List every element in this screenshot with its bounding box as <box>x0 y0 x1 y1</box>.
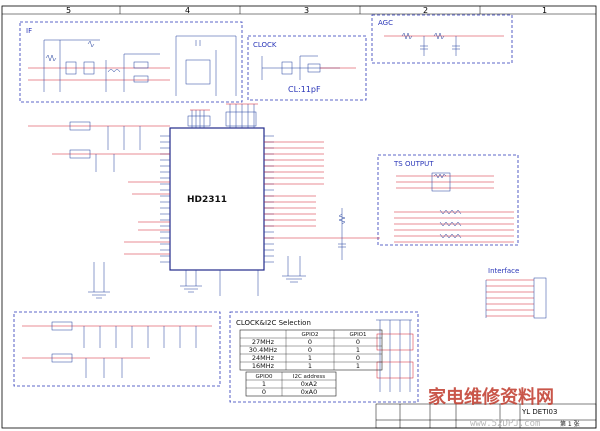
capacitor-icon <box>195 40 201 46</box>
interface-connector <box>485 277 547 319</box>
title-block <box>375 403 597 429</box>
clock-table-cell: 27MHz <box>252 338 275 346</box>
chip-name: HD2311 <box>187 195 227 205</box>
inductor-icon <box>107 69 121 73</box>
clock-i2c-block <box>229 311 419 403</box>
agc-circuit <box>384 32 504 56</box>
if-block <box>19 21 243 103</box>
clock-table-cell: 24MHz <box>252 354 275 362</box>
if-block-label: IF <box>26 27 32 35</box>
clock-table-cell: 0 <box>308 338 312 346</box>
watermark-text: 家电维修资料网 <box>428 386 554 408</box>
i2c-table-cell: 0xA0 <box>301 388 318 396</box>
interface-label: Interface <box>488 267 519 275</box>
resistor-icon <box>401 32 413 40</box>
clock-table-cell: 1 <box>308 362 312 370</box>
resistor-icon <box>87 40 95 48</box>
clock-table-cell: 1 <box>356 346 360 354</box>
resistor-icon <box>45 54 57 62</box>
top-pin-bank-right <box>225 103 258 128</box>
if-resistors <box>45 40 201 73</box>
clock-table-cell: 1 <box>308 354 312 362</box>
clock-table-header: GPIO2 <box>301 332 318 338</box>
clock-circuit <box>261 55 356 80</box>
zone-label: 5 <box>66 6 71 15</box>
capacitor-icon <box>452 45 460 50</box>
ts-output-circuit <box>396 172 494 192</box>
ts-output-label: TS OUTPUT <box>393 160 434 168</box>
sheet-border: 5 4 3 2 1 <box>1 5 597 429</box>
agc-block-label: AGC <box>378 19 393 27</box>
capacitor-icon <box>338 243 346 248</box>
clock-table-header: GPIO1 <box>349 332 366 338</box>
crystal-icon <box>281 61 293 75</box>
capacitor-icon <box>420 45 428 50</box>
clock-table-cell: 0 <box>356 338 360 346</box>
address-resistor-bank <box>376 319 414 392</box>
zone-label: 3 <box>304 6 309 15</box>
clock-table-cell: 1 <box>356 362 360 370</box>
i2c-table-header: I2C address <box>293 374 325 380</box>
zone-label: 1 <box>542 6 547 15</box>
ground-icon <box>88 291 110 299</box>
clock-i2c-title: CLOCK&I2C Selection <box>236 319 311 327</box>
watermark-url: www.52DPJ.com <box>470 419 540 429</box>
clock-table-cell: 30.4MHz <box>249 346 278 354</box>
if-circuit <box>28 35 237 96</box>
resistor-icon <box>433 32 445 40</box>
ground-cluster <box>88 262 259 299</box>
clock-block-label: CLOCK <box>253 41 277 49</box>
clock-table-frame <box>239 329 383 371</box>
i2c-table-cell: 0 <box>262 388 266 396</box>
i2c-table-frame <box>245 371 337 397</box>
agc-block <box>371 14 513 64</box>
resistor-icon <box>338 213 346 225</box>
clock-load-note: CL:11pF <box>288 85 321 94</box>
title-block-project: YL DETI03 <box>521 408 557 416</box>
power-block <box>13 311 221 387</box>
hd2311-chip: HD2311 <box>169 127 265 271</box>
clock-table-cell: 0 <box>308 346 312 354</box>
zone-label: 2 <box>423 6 428 15</box>
i2c-table-header: GPIO0 <box>255 374 273 380</box>
clock-block <box>247 35 367 101</box>
resistor-icon <box>433 173 447 179</box>
i2c-table-cell: 1 <box>262 380 266 388</box>
ground-icon <box>282 275 306 283</box>
ground-icon <box>180 285 202 293</box>
clock-table-cell: 0 <box>356 354 360 362</box>
clock-table-cell: 16MHz <box>252 362 275 370</box>
right-side-components <box>282 208 346 283</box>
i2c-address-table: GPIO0 I2C address 1 0xA2 0 0xA0 <box>245 371 337 397</box>
power-filter-bottom <box>22 321 212 378</box>
power-circuit-left <box>28 121 170 172</box>
title-block-sheet: 第 1 张 <box>560 420 580 428</box>
top-pin-bank-left <box>187 109 211 128</box>
ts-output-block <box>377 154 519 246</box>
left-side-nets <box>124 181 170 255</box>
resistor-array <box>394 209 514 243</box>
zone-label: 4 <box>185 6 190 15</box>
right-side-nets <box>264 141 380 239</box>
i2c-table-cell: 0xA2 <box>301 380 318 388</box>
